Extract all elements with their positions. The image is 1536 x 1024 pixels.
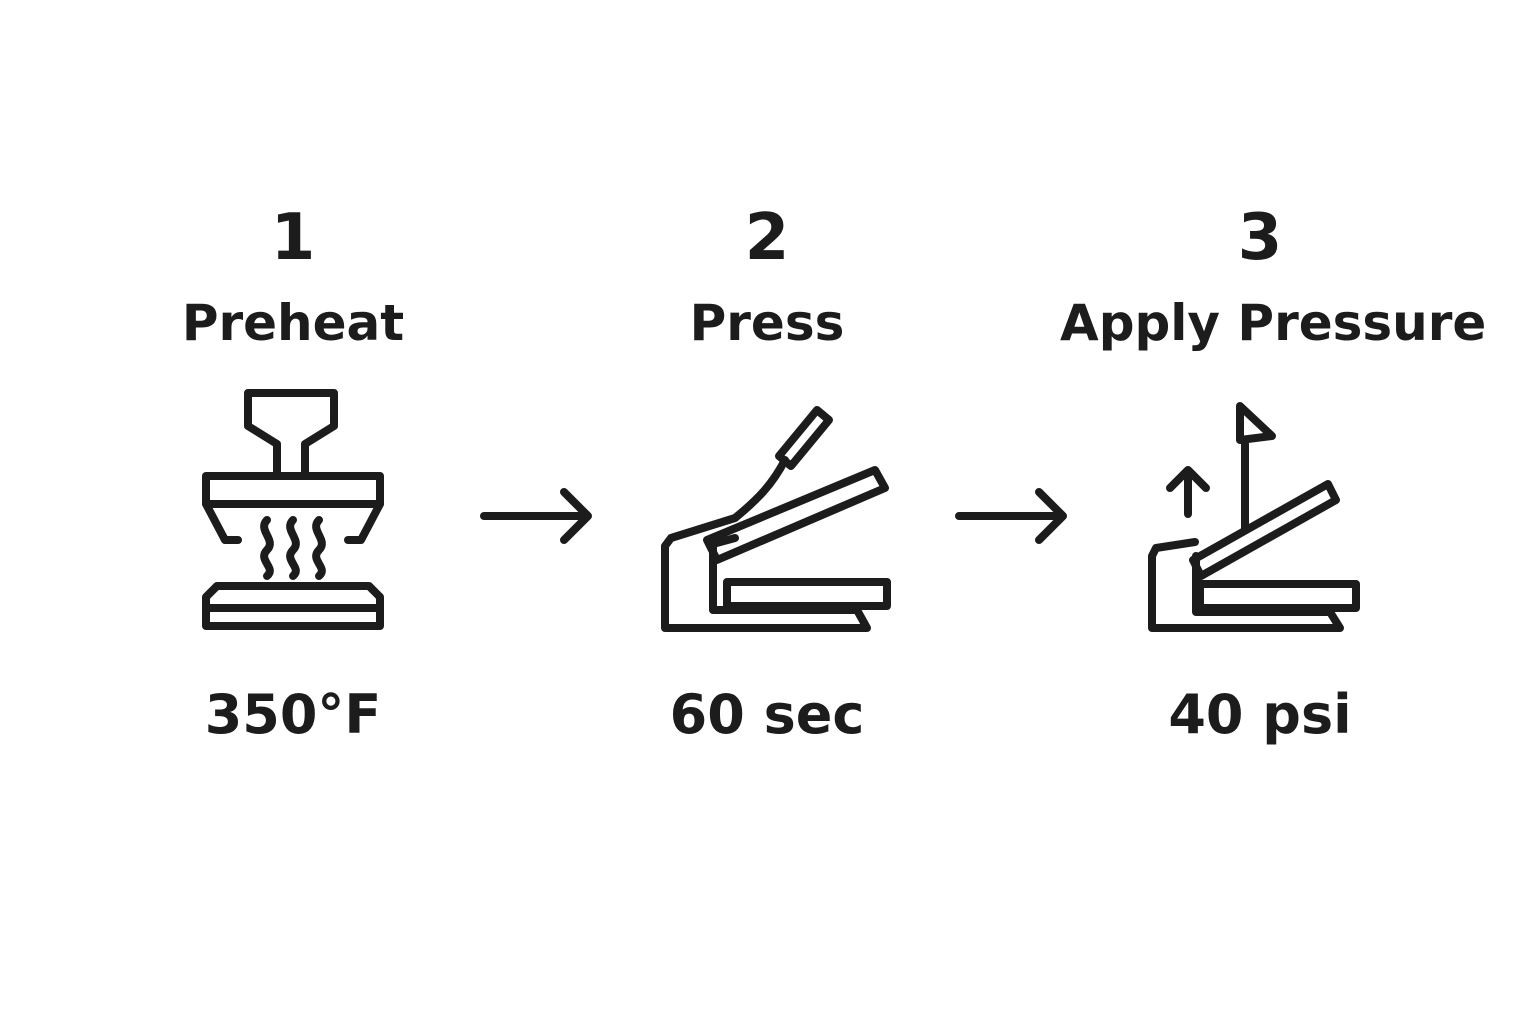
heat-press-pressure-icon [1148, 402, 1360, 632]
step-number: 2 [744, 201, 790, 275]
right-arrow-icon [955, 488, 1067, 544]
step-value: 40 psi [1168, 683, 1352, 746]
heat-press-open-icon [661, 406, 891, 632]
step-apply-pressure: 3 Apply Pressure 40 psi [1060, 0, 1487, 1024]
step-value: 350°F [204, 683, 382, 746]
step-label: Preheat [181, 294, 405, 352]
step-label: Press [689, 294, 845, 352]
step-press: 2 Press 60 sec [567, 0, 967, 1024]
step-number: 1 [270, 201, 316, 275]
heat-press-preheat-icon [202, 389, 384, 630]
step-label: Apply Pressure [1060, 294, 1487, 352]
step-value: 60 sec [669, 683, 865, 746]
right-arrow-icon [480, 488, 592, 544]
step-preheat: 1 Preheat 350°F [93, 0, 493, 1024]
step-number: 3 [1237, 201, 1283, 275]
